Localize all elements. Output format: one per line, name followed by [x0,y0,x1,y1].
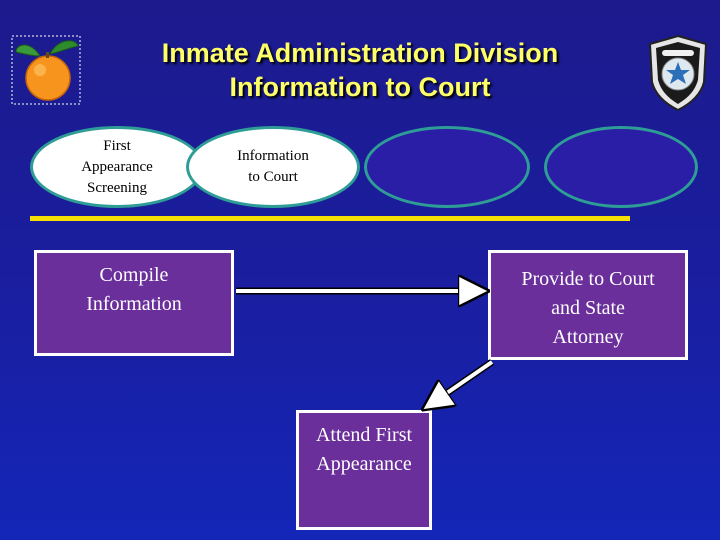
arrow-provide-to-attend [428,359,494,406]
title-line-2: Information to Court [229,72,491,102]
phase-oval-4 [544,126,698,208]
attend-line-1: Attend First [315,424,413,446]
compile-line-2: Information [86,293,182,315]
phase-2-line-1: Information [237,148,309,164]
phase-2-line-2: to Court [248,169,298,185]
page-title: Inmate Administration Division Informati… [0,36,720,104]
phase-oval-3 [364,126,530,208]
title-line-1: Inmate Administration Division [161,38,559,68]
step-compile-information: Compile Information [34,250,234,356]
phase-oval-information-to-court: Information to Court [186,126,360,208]
phase-1-line-3: Screening [87,179,147,196]
provide-line-2: and State [551,297,625,319]
compile-line-1: Compile [99,264,169,286]
attend-line-2: Appearance [316,453,412,475]
sheriff-badge-icon [648,34,708,112]
timeline-bar [30,216,630,221]
step-attend-first-appearance: Attend First Appearance [296,410,432,530]
orange-icon [11,35,81,105]
provide-line-3: Attorney [552,326,624,348]
phase-1-line-1: First [103,137,131,154]
step-provide-to-court: Provide to Court and State Attorney [488,250,688,360]
provide-line-1: Provide to Court [521,268,655,290]
phase-1-line-2: Appearance [81,158,153,175]
